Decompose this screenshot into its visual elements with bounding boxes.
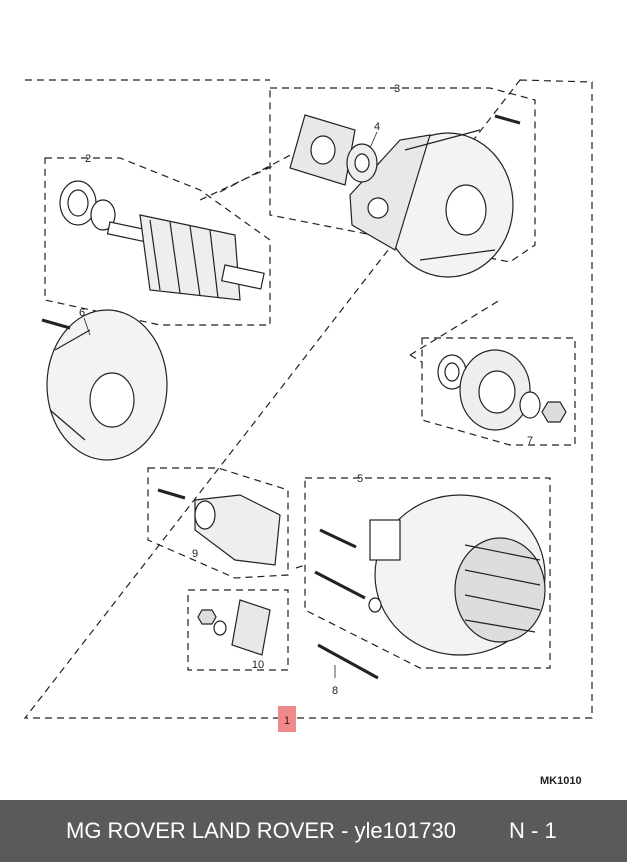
front-housing-part [349, 114, 521, 278]
rear-housing-part [41, 309, 168, 461]
group-3-outline [269, 87, 536, 263]
callout-7: 7 [527, 435, 533, 447]
callout-10: 10 [252, 659, 264, 671]
group-10-outline [187, 589, 289, 671]
connector-lines [199, 149, 501, 569]
callout-9: 9 [192, 548, 198, 560]
rotor-shaft-part [59, 180, 265, 301]
group-7-outline [421, 337, 576, 446]
through-bolt-part [317, 643, 379, 680]
callout-1: 1 [284, 715, 290, 727]
callout-3: 3 [394, 83, 400, 95]
group-5-outline [304, 477, 551, 669]
callout-8: 8 [332, 685, 338, 697]
leader-lines [83, 131, 378, 678]
stator-housing-part [314, 494, 546, 656]
callout-2: 2 [85, 153, 91, 165]
assembly-1-outline [23, 79, 593, 719]
footer-page-indicator: N - 1 [509, 818, 557, 843]
diagram-canvas: 1 2 3 4 5 6 7 8 9 10 [23, 79, 593, 732]
callout-4: 4 [374, 121, 380, 133]
callout-5: 5 [357, 473, 363, 485]
pulley-part [437, 349, 567, 431]
exploded-parts-diagram: 1 2 3 4 5 6 7 8 9 10 [23, 79, 593, 732]
group-2-outline [44, 157, 271, 326]
callout-6: 6 [79, 307, 85, 319]
group-boundaries [23, 79, 593, 719]
bracket-kit-part [197, 599, 271, 656]
regulator-part [157, 488, 281, 566]
diagram-reference-code: MK1010 [540, 775, 582, 787]
group-9-outline [147, 467, 289, 579]
footer-bar: MG ROVER LAND ROVER - yle101730 N - 1 [0, 800, 627, 862]
bearing-retainer-part [289, 114, 378, 186]
footer-title: MG ROVER LAND ROVER - yle101730 [66, 818, 457, 843]
highlight-marker [278, 706, 296, 732]
